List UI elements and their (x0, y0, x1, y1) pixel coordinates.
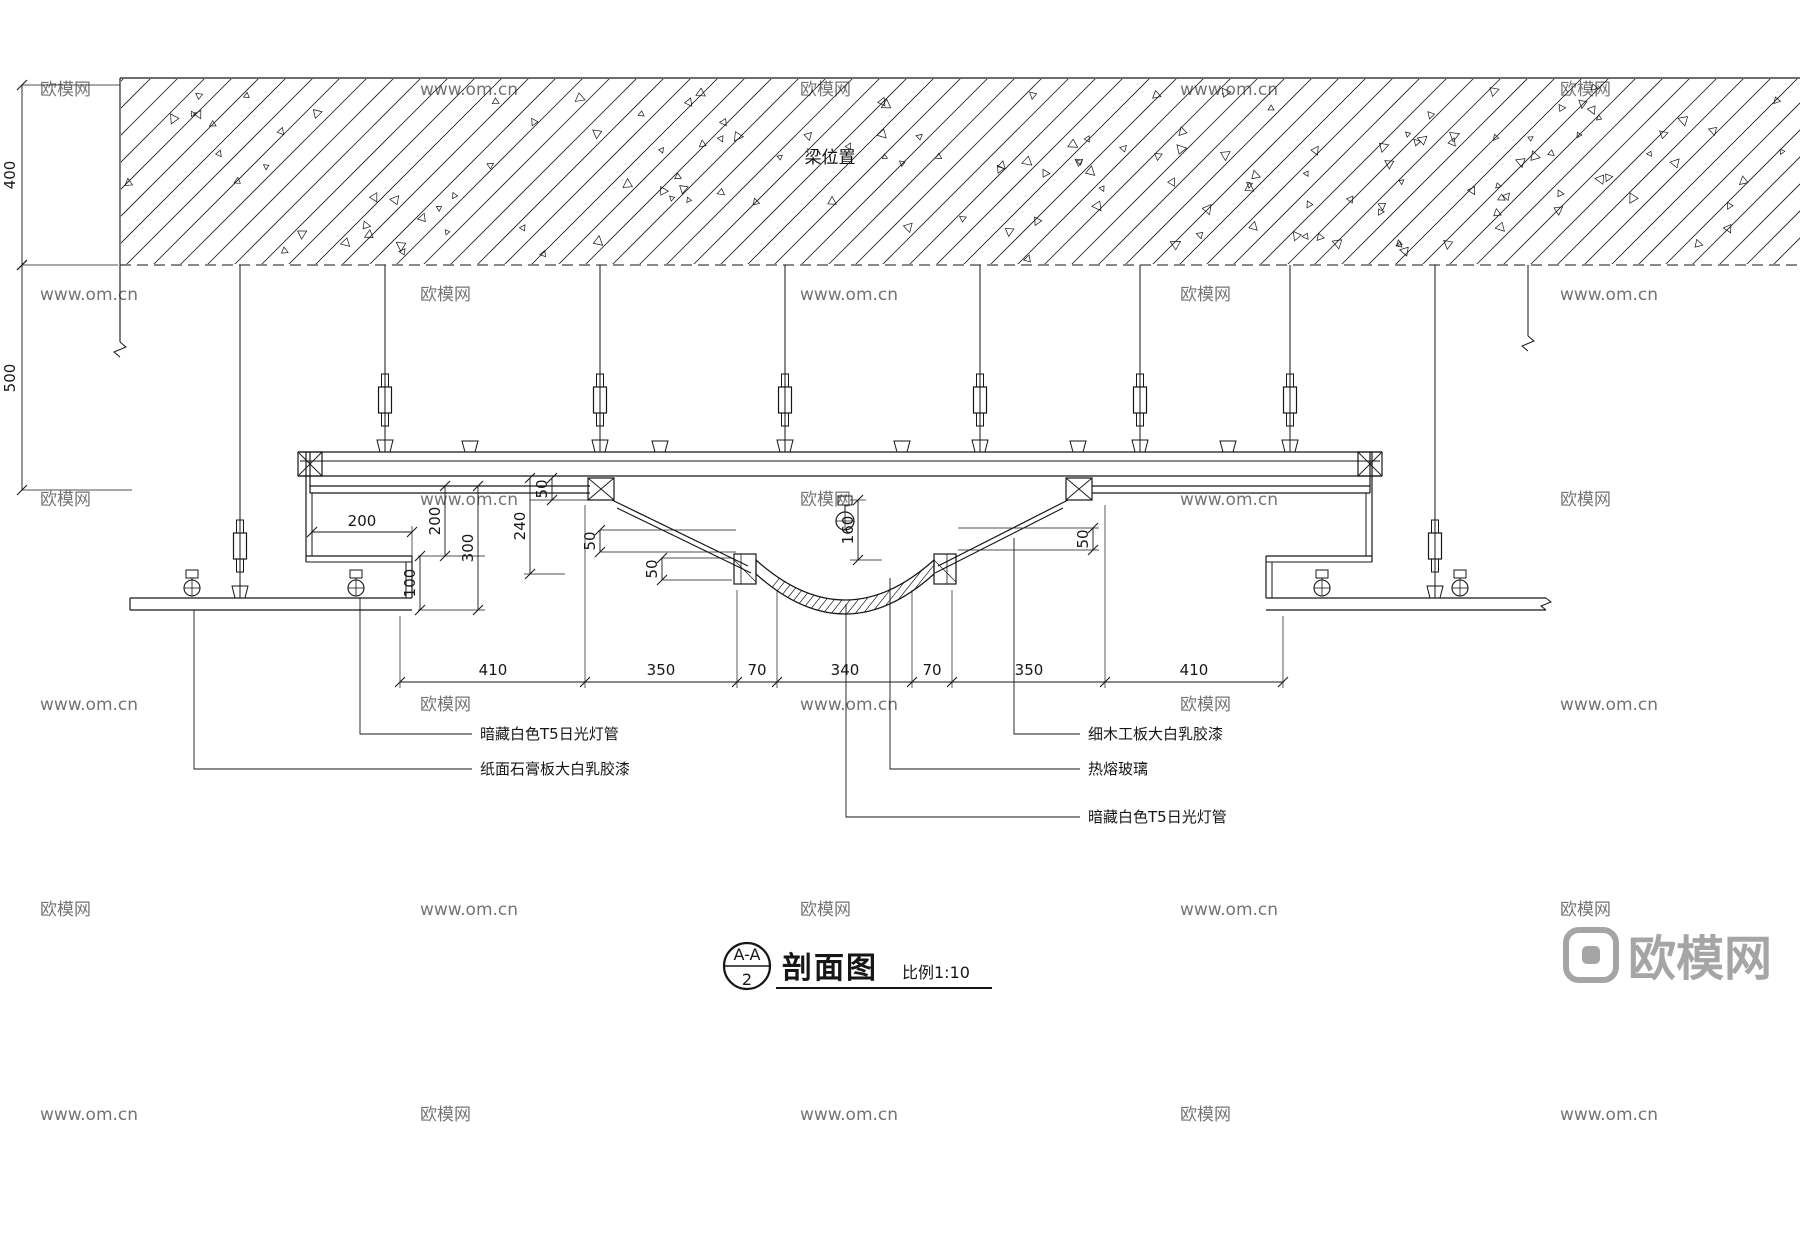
svg-text:欧模网: 欧模网 (1180, 1105, 1231, 1125)
dim-bottom-70-r: 70 (922, 661, 941, 679)
text-layer: 梁位置 400 500 200 200 300 100 240 50 50 50… (1, 148, 1227, 989)
svg-text:欧模网: 欧模网 (800, 490, 851, 510)
callout-hot-melt-glass: 热熔玻璃 (1088, 760, 1148, 778)
svg-text:www.om.cn: www.om.cn (1180, 900, 1278, 920)
beam-position-label: 梁位置 (805, 148, 856, 168)
callout-t5-light-center: 暗藏白色T5日光灯管 (1088, 808, 1227, 826)
dim-cove-depth: 240 (511, 512, 529, 541)
svg-text:欧模网: 欧模网 (1180, 695, 1231, 715)
hanger-rods (231, 265, 1444, 599)
dim-gap-50-a: 50 (533, 479, 551, 498)
svg-text:欧模网: 欧模网 (420, 285, 471, 305)
dim-trough-width: 200 (348, 512, 377, 530)
svg-text:www.om.cn: www.om.cn (1560, 285, 1658, 305)
site-logo: 欧模网 (1563, 927, 1772, 987)
dim-bottom-340: 340 (831, 661, 860, 679)
dim-gap-50-c: 50 (643, 559, 661, 578)
svg-text:www.om.cn: www.om.cn (800, 1105, 898, 1125)
callout-t5-light-left: 暗藏白色T5日光灯管 (480, 725, 619, 743)
dim-lower-step: 100 (401, 569, 419, 598)
ceiling-boards (129, 452, 1552, 615)
watermark-layer: 欧模网 www.om.cn 欧模网 www.om.cn 欧模网 www.om.cn 欧模网 w… (40, 80, 1658, 1125)
svg-text:欧模网: 欧模网 (1180, 285, 1231, 305)
dim-upper-step: 200 (426, 507, 444, 536)
svg-text:欧模网: 欧模网 (420, 695, 471, 715)
svg-text:欧模网: 欧模网 (40, 80, 91, 100)
logo-text: 欧模网 (1628, 931, 1772, 987)
svg-text:www.om.cn: www.om.cn (800, 695, 898, 715)
callout-blockboard: 细木工板大白乳胶漆 (1088, 725, 1223, 743)
dim-total-drop: 300 (459, 534, 477, 563)
detail-ref-label: A-A (734, 945, 761, 964)
svg-text:欧模网: 欧模网 (420, 1105, 471, 1125)
svg-text:www.om.cn: www.om.cn (1560, 1105, 1658, 1125)
title-block-graphics (722, 941, 992, 991)
svg-text:www.om.cn: www.om.cn (1180, 80, 1278, 100)
dimension-lines (16, 79, 1289, 688)
drawing-title: 剖面图 (782, 951, 878, 986)
svg-text:www.om.cn: www.om.cn (40, 695, 138, 715)
dim-left-400: 400 (1, 161, 19, 190)
dim-center-drop: 160 (839, 516, 857, 545)
logo-icon (1563, 927, 1619, 983)
svg-text:www.om.cn: www.om.cn (420, 490, 518, 510)
svg-text:www.om.cn: www.om.cn (800, 285, 898, 305)
dim-gap-50-right: 50 (1074, 529, 1092, 548)
svg-text:www.om.cn: www.om.cn (40, 1105, 138, 1125)
svg-text:欧模网: 欧模网 (800, 80, 851, 100)
dim-bottom-70-l: 70 (747, 661, 766, 679)
svg-text:欧模网: 欧模网 (1560, 490, 1611, 510)
svg-text:欧模网: 欧模网 (800, 900, 851, 920)
svg-text:www.om.cn: www.om.cn (1560, 695, 1658, 715)
svg-text:www.om.cn: www.om.cn (420, 80, 518, 100)
dim-bottom-410-r: 410 (1180, 661, 1209, 679)
svg-text:www.om.cn: www.om.cn (420, 900, 518, 920)
dim-bottom-350-l: 350 (647, 661, 676, 679)
svg-text:www.om.cn: www.om.cn (40, 285, 138, 305)
scale-label: 比例1:10 (902, 963, 970, 982)
svg-text:欧模网: 欧模网 (1560, 80, 1611, 100)
dim-bottom-410-l: 410 (479, 661, 508, 679)
logo-icon-inner (1582, 946, 1600, 964)
dim-bottom-350-r: 350 (1015, 661, 1044, 679)
svg-text:欧模网: 欧模网 (40, 900, 91, 920)
svg-text:欧模网: 欧模网 (40, 490, 91, 510)
leader-lines (193, 538, 1080, 818)
detail-number-label: 2 (742, 970, 752, 989)
svg-text:www.om.cn: www.om.cn (1180, 490, 1278, 510)
dim-left-500: 500 (1, 364, 19, 393)
dim-gap-50-b: 50 (581, 531, 599, 550)
svg-text:欧模网: 欧模网 (1560, 900, 1611, 920)
callout-gypsum-board: 纸面石膏板大白乳胶漆 (480, 760, 630, 778)
concrete-slab (113, 77, 1800, 358)
